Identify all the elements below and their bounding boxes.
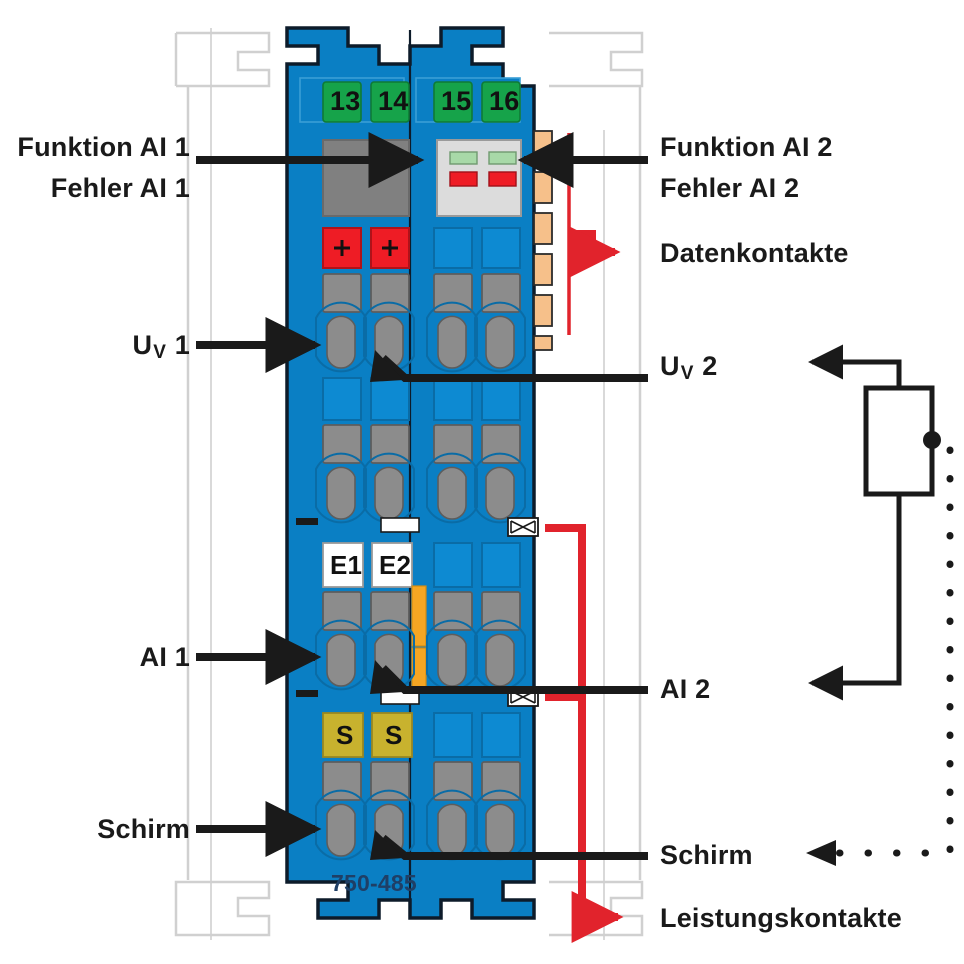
shield-conductor (826, 446, 954, 857)
clamp-button (433, 273, 473, 313)
data-contact-tab (533, 171, 553, 204)
led-panel (436, 139, 522, 217)
uv-2-subscript: V (680, 363, 694, 384)
terminal-label-15: 15 (441, 86, 472, 116)
shield-arrow-head (806, 840, 836, 866)
wire-entries (315, 301, 526, 373)
model-number: 750-485 (331, 870, 417, 896)
uv-2-prefix: U (660, 351, 680, 381)
power-contact-symbol (510, 690, 536, 704)
label-datenkontakte: Datenkontakte (660, 238, 849, 268)
label-leistungskontakte: Leistungskontakte (660, 903, 902, 933)
clamp-button (322, 273, 362, 313)
sensor-body (863, 385, 935, 497)
shield-marker-2 (371, 712, 413, 758)
uv-2-index: 2 (702, 351, 718, 381)
data-contact-tab (533, 253, 553, 286)
terminal-label-14: 14 (378, 86, 409, 116)
uv-1-prefix: U (132, 330, 153, 360)
label-uv-1: UV 1 (0, 330, 190, 363)
uv-1-suffix (167, 330, 175, 360)
input-marker-e2 (371, 542, 413, 588)
terminal-label-13: 13 (330, 86, 361, 116)
power-contact-symbol (510, 520, 536, 534)
terminal-block-15 (433, 81, 473, 123)
neighbor-module-left (174, 31, 271, 937)
clamp-button (481, 273, 521, 313)
shield-tap-node (923, 431, 941, 449)
label-fehler-ai-2: Fehler AI 2 (660, 173, 800, 203)
sensor-circuit (807, 344, 941, 701)
terminal-row-shield (315, 712, 526, 861)
terminal-row-uv (315, 227, 526, 373)
data-contact-tab (533, 335, 553, 351)
led-red-2 (488, 171, 517, 187)
label-fehler-ai-1: Fehler AI 1 (50, 173, 190, 203)
clamp-button (370, 273, 410, 313)
shield-marker-1 (322, 712, 364, 758)
terminal-number-row (299, 77, 521, 123)
led-green-1 (449, 151, 478, 165)
sensor-lead-bottom (807, 494, 902, 701)
terminal-block-16 (481, 81, 521, 123)
label-schirm-left: Schirm (97, 814, 190, 844)
terminal-block-14 (370, 81, 410, 123)
sensor-lead-top (807, 344, 902, 388)
callout-arrows (196, 132, 648, 860)
orange-strip-upper (411, 585, 427, 647)
power-contact-upper (296, 517, 539, 537)
input-label-e1: E1 (330, 550, 363, 580)
neighbor-module-right (549, 31, 644, 937)
label-funktion-ai-2: Funktion AI 2 (660, 132, 833, 162)
label-ai-2: AI 2 (660, 674, 711, 704)
shield-label-1: S (336, 720, 354, 750)
uv-1-index: 1 (174, 330, 190, 360)
terminal-block-13 (322, 81, 362, 123)
uv-1-subscript: V (153, 342, 167, 363)
terminal-label-16: 16 (489, 86, 520, 116)
power-contact-callout-line (545, 524, 624, 943)
data-contact-tab (533, 212, 553, 245)
label-funktion-ai-1: Funktion AI 1 (17, 132, 190, 162)
terminal-row-blank (315, 377, 526, 524)
data-contact-tab (533, 294, 553, 327)
input-marker-e1 (322, 542, 364, 588)
shield-label-2: S (385, 720, 403, 750)
input-label-e2: E2 (379, 550, 412, 580)
left-marking-area (322, 139, 410, 217)
label-schirm-right: Schirm (660, 840, 753, 870)
led-red-1 (449, 171, 478, 187)
led-green-2 (488, 151, 517, 165)
label-ai-1: AI 1 (139, 642, 190, 672)
label-uv-2: UV 2 (660, 351, 718, 384)
